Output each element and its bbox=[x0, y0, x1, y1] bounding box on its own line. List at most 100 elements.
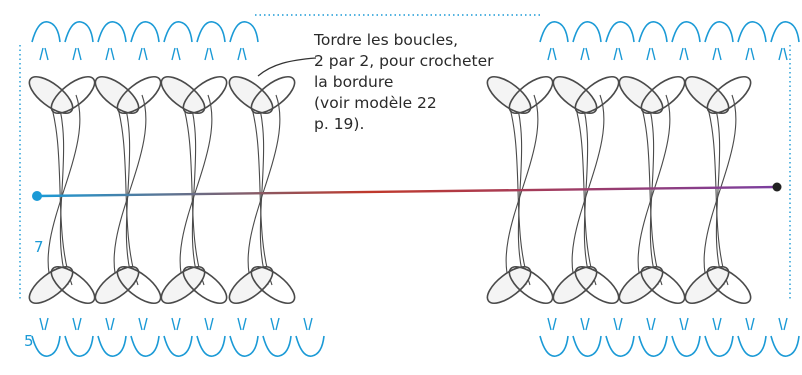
crochet-arch bbox=[131, 336, 159, 356]
crochet-arch bbox=[32, 336, 60, 356]
callout-line-4: (voir modèle 22 bbox=[314, 93, 544, 114]
crochet-arch bbox=[230, 336, 258, 356]
crochet-arch bbox=[573, 22, 601, 42]
crochet-stitch bbox=[238, 48, 246, 60]
crochet-arch bbox=[771, 22, 799, 42]
crochet-arch bbox=[65, 336, 93, 356]
crochet-arch bbox=[705, 22, 733, 42]
yarn-strand bbox=[114, 95, 138, 285]
needle-start-dot bbox=[32, 191, 42, 201]
crochet-stitch bbox=[304, 318, 312, 330]
crochet-stitch bbox=[647, 48, 655, 60]
callout-line-5: p. 19). bbox=[314, 114, 544, 135]
crochet-stitch bbox=[172, 318, 180, 330]
crochet-stitch bbox=[680, 318, 688, 330]
crochet-stitch bbox=[680, 48, 688, 60]
yarn-loops-left bbox=[24, 70, 301, 309]
crochet-stitch bbox=[581, 48, 589, 60]
yarn-strand bbox=[646, 95, 658, 285]
crochet-stitch bbox=[40, 318, 48, 330]
yarn-loop bbox=[548, 70, 603, 119]
yarn-strand bbox=[180, 95, 212, 285]
row-number-upper: 7 bbox=[34, 238, 44, 256]
crochet-arch bbox=[296, 336, 324, 356]
crochet-stitch bbox=[647, 318, 655, 330]
yarn-column bbox=[24, 70, 101, 309]
yarn-strand bbox=[638, 95, 662, 285]
crochet-stitch bbox=[238, 318, 246, 330]
yarn-loop bbox=[680, 260, 735, 309]
callout-line-2: 2 par 2, pour crocheter bbox=[314, 51, 544, 72]
crochet-stitch bbox=[172, 48, 180, 60]
crochet-arch bbox=[164, 22, 192, 42]
yarn-strand bbox=[114, 95, 146, 285]
row-number-lower: 5 bbox=[24, 332, 34, 350]
crochet-arch bbox=[606, 336, 634, 356]
crochet-arch bbox=[705, 336, 733, 356]
crochet-arch bbox=[639, 22, 667, 42]
crochet-arch bbox=[540, 22, 568, 42]
yarn-strand bbox=[704, 95, 736, 285]
crochet-arch bbox=[573, 336, 601, 356]
crochet-edging-bottom bbox=[32, 318, 799, 356]
crochet-stitch bbox=[106, 48, 114, 60]
crochet-arch bbox=[738, 336, 766, 356]
crochet-stitch bbox=[205, 48, 213, 60]
crochet-arch bbox=[230, 22, 258, 42]
crochet-arch bbox=[98, 22, 126, 42]
yarn-strand bbox=[188, 95, 200, 285]
needle-rod bbox=[37, 187, 777, 196]
callout-line-1: Tordre les boucles, bbox=[314, 30, 544, 51]
yarn-column bbox=[680, 70, 757, 309]
yarn-loop bbox=[548, 260, 603, 309]
yarn-strand bbox=[180, 95, 204, 285]
crochet-stitch bbox=[614, 48, 622, 60]
crochet-stitch bbox=[713, 48, 721, 60]
yarn-loop bbox=[90, 70, 145, 119]
yarn-column bbox=[224, 70, 301, 309]
yarn-strand bbox=[48, 95, 80, 285]
crochet-arch bbox=[98, 336, 126, 356]
crochet-arch bbox=[639, 336, 667, 356]
instruction-callout: Tordre les boucles, 2 par 2, pour croche… bbox=[314, 30, 544, 135]
crochet-stitch bbox=[73, 318, 81, 330]
yarn-loop bbox=[614, 260, 669, 309]
yarn-strand bbox=[122, 95, 134, 285]
crochet-stitch bbox=[548, 48, 556, 60]
yarn-column bbox=[90, 70, 167, 309]
callout-line-3: la bordure bbox=[314, 72, 544, 93]
yarn-strand bbox=[248, 95, 272, 285]
crochet-stitch bbox=[271, 318, 279, 330]
crochet-arch bbox=[606, 22, 634, 42]
crochet-stitch bbox=[614, 318, 622, 330]
yarn-loop bbox=[156, 70, 211, 119]
crochet-arch bbox=[540, 336, 568, 356]
yarn-strand bbox=[56, 95, 68, 285]
crochet-arch bbox=[738, 22, 766, 42]
crochet-arch bbox=[197, 22, 225, 42]
yarn-loop bbox=[614, 70, 669, 119]
yarn-loop bbox=[680, 70, 735, 119]
crochet-arch bbox=[164, 336, 192, 356]
yarn-strand bbox=[48, 95, 72, 285]
yarn-strand bbox=[712, 95, 724, 285]
crochet-arch bbox=[263, 336, 291, 356]
crochet-arch bbox=[197, 336, 225, 356]
crochet-stitch bbox=[106, 318, 114, 330]
crochet-stitch bbox=[139, 318, 147, 330]
crochet-stitch bbox=[205, 318, 213, 330]
yarn-loop bbox=[24, 70, 79, 119]
yarn-loop bbox=[224, 70, 279, 119]
crochet-stitch bbox=[73, 48, 81, 60]
yarn-loop bbox=[224, 260, 279, 309]
crochet-stitch bbox=[779, 48, 787, 60]
yarn-loop bbox=[482, 260, 537, 309]
yarn-loop bbox=[156, 260, 211, 309]
needle-end-dot bbox=[773, 183, 782, 192]
crochet-arch bbox=[131, 22, 159, 42]
crochet-stitch bbox=[548, 318, 556, 330]
yarn-loop bbox=[90, 260, 145, 309]
yarn-strand bbox=[704, 95, 728, 285]
yarn-column bbox=[156, 70, 233, 309]
